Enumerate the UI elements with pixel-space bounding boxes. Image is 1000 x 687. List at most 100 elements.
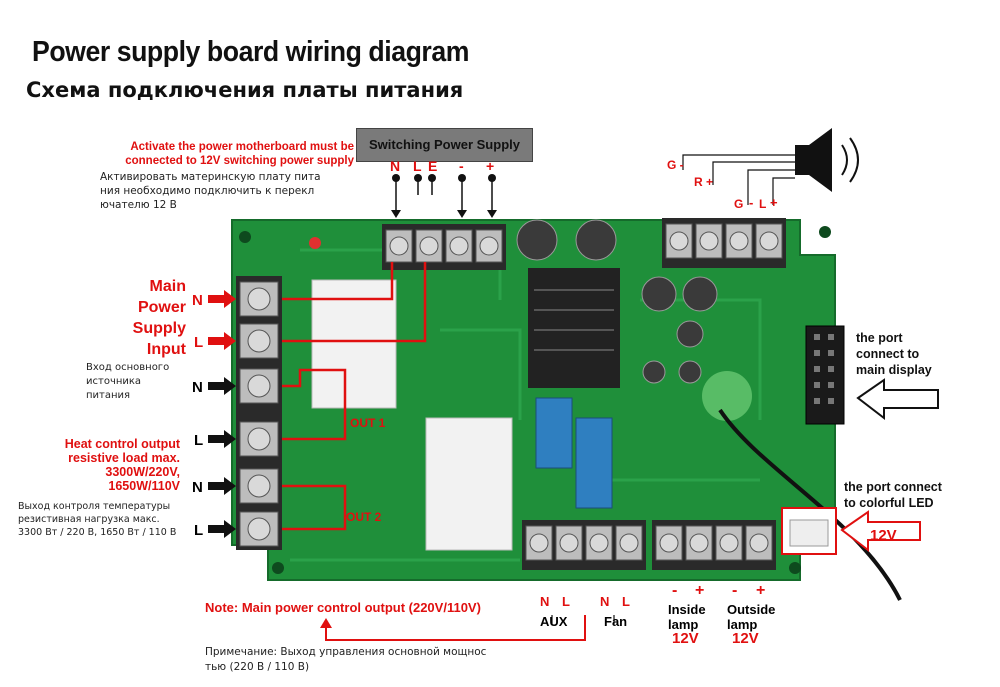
outside-lamp-line2: lamp xyxy=(727,617,758,632)
inside-lamp-minus: - xyxy=(672,582,678,599)
speaker-g-minus: G - xyxy=(667,158,684,172)
warning-ru-line3: ючателю 12 В xyxy=(100,199,177,211)
speaker-r-plus: R + xyxy=(694,175,714,189)
sps-wires xyxy=(395,178,493,212)
sps-terminal-minus: - xyxy=(459,158,464,174)
outside-lamp-voltage: 12V xyxy=(732,630,759,647)
out1-n-label: N xyxy=(192,379,203,396)
speaker-l: L xyxy=(759,197,767,211)
heat-output-line3: 3300W/220V, xyxy=(105,465,180,479)
out2-n-label: N xyxy=(192,479,203,496)
outside-lamp-label: Outside lamp xyxy=(727,602,775,632)
note-bracket xyxy=(325,615,586,641)
heat-output-ru-line3: 3300 Вт / 220 В, 1650 Вт / 110 В xyxy=(18,527,177,538)
main-input-ru: Вход основного источника питания xyxy=(86,361,186,403)
display-port-label: the port connect to main display xyxy=(856,330,932,378)
heat-output-line2: resistive load max. xyxy=(68,451,180,465)
main-input-line1: Main xyxy=(149,278,186,295)
led-port-label: the port connect to colorful LED xyxy=(844,479,942,511)
warning-en-line2: connected to 12V switching power supply xyxy=(125,155,354,167)
speaker-plus: + xyxy=(770,195,778,210)
pcb-traces xyxy=(290,248,762,562)
speaker-minus: - xyxy=(749,195,754,210)
output-arrows xyxy=(208,377,236,538)
led-bulb xyxy=(702,371,752,421)
red-led xyxy=(309,237,321,249)
display-port-line2: connect to xyxy=(856,347,920,361)
display-arrow xyxy=(856,378,939,421)
relay-small-2 xyxy=(575,417,613,509)
heat-output-line1: Heat control output xyxy=(64,437,180,451)
heat-output-ru: Выход контроля температуры резистивная н… xyxy=(18,500,193,539)
main-input-ru-line2: источника xyxy=(86,376,142,387)
relay-2 xyxy=(425,417,513,551)
aux-l: L xyxy=(562,594,570,609)
warning-en-line1: Activate the power motherboard must be xyxy=(130,141,354,153)
relay-1 xyxy=(311,279,397,409)
main-input-line4: Input xyxy=(146,341,186,358)
input-n-label: N xyxy=(192,292,203,309)
note-ru-line1: Примечание: Выход управления основной мо… xyxy=(205,646,487,658)
inside-lamp-line2: lamp xyxy=(668,617,699,632)
capacitors xyxy=(516,219,718,384)
led-arrow xyxy=(840,510,921,553)
left-terminal-block xyxy=(236,276,282,550)
speaker-g: G xyxy=(734,197,744,211)
note-ru: Примечание: Выход управления основной мо… xyxy=(205,645,535,675)
fan-l: L xyxy=(622,594,630,609)
main-input-line3: Supply xyxy=(132,320,186,337)
led-cable xyxy=(718,408,902,601)
heat-output-ru-line1: Выход контроля температуры xyxy=(18,501,171,512)
main-input-line2: Power xyxy=(137,299,186,316)
out2-label: OUT 2 xyxy=(346,510,382,524)
note-en: Note: Main power control output (220V/11… xyxy=(205,600,481,615)
sps-terminal-plus: + xyxy=(486,158,495,174)
heat-output-line4: 1650W/110V xyxy=(108,479,180,493)
sps-terminal-l: L xyxy=(413,158,422,174)
main-input-ru-line1: Вход основного xyxy=(86,362,170,373)
display-port-line1: the port xyxy=(856,331,903,345)
out1-label: OUT 1 xyxy=(350,416,386,430)
display-connector-pins xyxy=(814,334,834,404)
inside-lamp-line1: Inside xyxy=(668,602,706,617)
speaker-wires xyxy=(682,154,795,205)
speaker-icon xyxy=(795,128,859,192)
note-ru-line2: тью (220 В / 110 В) xyxy=(205,661,310,673)
main-input-label: Main Power Supply Input xyxy=(110,276,186,360)
sps-terminal-e: E xyxy=(428,158,438,174)
heatsink-fins xyxy=(534,289,614,351)
outside-lamp-plus: + xyxy=(756,582,766,599)
led-port-voltage: 12V xyxy=(870,527,897,544)
outside-lamp-minus: - xyxy=(732,582,738,599)
mount-holes xyxy=(239,226,831,574)
heat-output-label: Heat control output resistive load max. … xyxy=(30,437,180,493)
switching-power-supply: Switching Power Supply xyxy=(356,128,533,162)
out2-l-label: L xyxy=(194,522,204,539)
red-wires xyxy=(282,262,427,531)
fan-label: Fan xyxy=(604,614,628,629)
inside-lamp-label: Inside lamp xyxy=(668,602,706,632)
relay-small-1 xyxy=(535,397,573,469)
left-terminal-screws xyxy=(239,281,279,547)
out1-l-label: L xyxy=(194,432,204,449)
inside-lamp-plus: + xyxy=(695,582,705,599)
aux-label: AUX xyxy=(540,614,568,629)
heat-output-ru-line2: резистивная нагрузка макс. xyxy=(18,514,160,525)
warning-ru-line1: Активировать материнскую плату пита xyxy=(100,171,321,183)
input-l-label: L xyxy=(194,334,204,351)
title-en: Power supply board wiring diagram xyxy=(32,36,469,68)
input-arrows xyxy=(208,290,236,350)
inside-lamp-voltage: 12V xyxy=(672,630,699,647)
display-connector xyxy=(805,325,845,425)
led-port-line2: to colorful LED xyxy=(844,496,934,510)
led-port-line1: the port connect xyxy=(844,480,942,494)
outside-lamp-line1: Outside xyxy=(727,602,776,617)
aux-n: N xyxy=(540,594,550,609)
warning-en: Activate the power motherboard must be c… xyxy=(100,140,354,168)
title-ru: Схема подключения платы питания xyxy=(26,78,464,102)
sps-terminal-n: N xyxy=(390,158,401,174)
display-port-line3: main display xyxy=(856,363,932,377)
main-input-ru-line3: питания xyxy=(86,390,131,401)
heatsink xyxy=(528,268,620,388)
